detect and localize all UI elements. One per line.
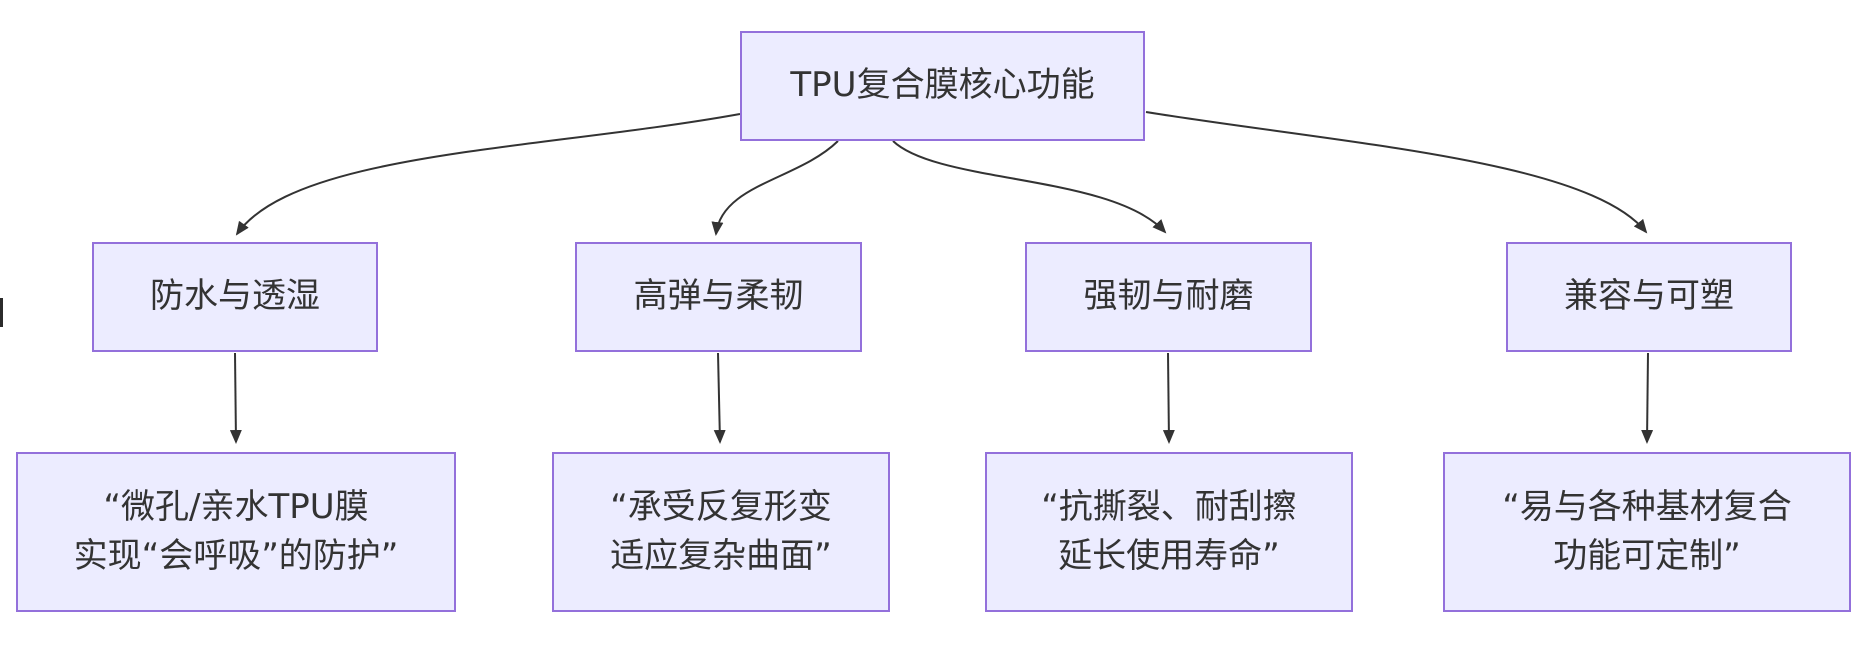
edge-compatible-to-detail — [1641, 352, 1654, 444]
node-detail-tough-label: “抗撕裂、耐刮擦 延长使用寿命” — [987, 483, 1351, 582]
node-feature-waterproof[interactable]: 防水与透湿 — [92, 242, 378, 352]
node-root-label: TPU复合膜核心功能 — [790, 65, 1095, 106]
node-detail-elastic-label: “承受反复形变 适应复杂曲面” — [554, 483, 888, 582]
node-detail-compatible-label: “易与各种基材复合 功能可定制” — [1445, 483, 1849, 582]
edge-root-to-waterproof — [235, 113, 741, 236]
detail-line: “抗撕裂、耐刮擦 — [1041, 486, 1297, 527]
detail-line: 功能可定制” — [1553, 536, 1741, 576]
node-feature-waterproof-label: 防水与透湿 — [150, 276, 320, 317]
edge-elastic-to-detail — [713, 352, 726, 444]
edge-root-to-tough — [892, 140, 1167, 234]
node-feature-compatible[interactable]: 兼容与可塑 — [1506, 242, 1792, 352]
detail-line: 实现“会呼吸”的防护” — [73, 536, 399, 576]
edge-tough-to-detail — [1162, 352, 1175, 444]
node-feature-tough[interactable]: 强韧与耐磨 — [1025, 242, 1312, 352]
detail-line: 适应复杂曲面” — [610, 536, 832, 576]
node-feature-elastic-label: 高弹与柔韧 — [633, 276, 804, 317]
node-root[interactable]: TPU复合膜核心功能 — [740, 31, 1145, 141]
node-feature-elastic[interactable]: 高弹与柔韧 — [575, 242, 862, 352]
node-detail-waterproof[interactable]: “微孔/亲水TPU膜 实现“会呼吸”的防护” — [16, 452, 456, 612]
node-feature-compatible-label: 兼容与可塑 — [1564, 276, 1734, 317]
edge-root-to-compatible — [1145, 111, 1648, 234]
edge-root-to-elastic — [711, 140, 839, 236]
detail-line: “微孔/亲水TPU膜 — [103, 486, 369, 527]
node-detail-compatible[interactable]: “易与各种基材复合 功能可定制” — [1443, 452, 1851, 612]
detail-line: “易与各种基材复合 — [1502, 486, 1792, 527]
node-feature-tough-label: 强韧与耐磨 — [1083, 276, 1254, 317]
left-edge-clipped-artifact — [0, 298, 3, 327]
node-detail-waterproof-label: “微孔/亲水TPU膜 实现“会呼吸”的防护” — [18, 483, 454, 582]
node-detail-tough[interactable]: “抗撕裂、耐刮擦 延长使用寿命” — [985, 452, 1353, 612]
edge-waterproof-to-detail — [229, 352, 242, 444]
node-detail-elastic[interactable]: “承受反复形变 适应复杂曲面” — [552, 452, 890, 612]
detail-line: “承受反复形变 — [610, 486, 832, 527]
detail-line: 延长使用寿命” — [1058, 536, 1280, 576]
